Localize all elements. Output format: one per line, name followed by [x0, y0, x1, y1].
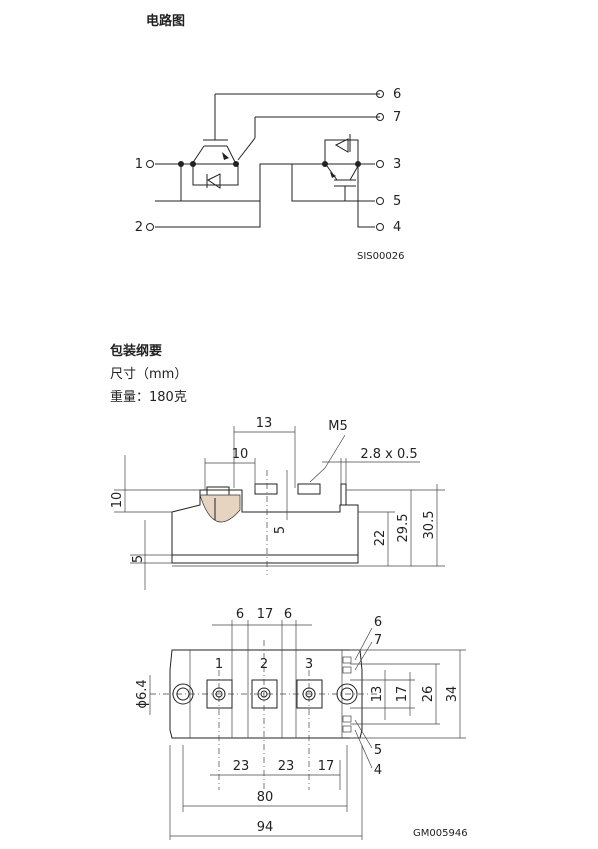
dim-10-left: 10: [110, 492, 125, 509]
pin-label-7: 7: [374, 633, 382, 648]
dim-6-right: 6: [284, 607, 292, 622]
dim-5-mid: 5: [273, 526, 288, 534]
dim-29-5: 29.5: [396, 514, 411, 543]
pin-label-5: 5: [374, 743, 382, 758]
dim-80: 80: [257, 790, 274, 805]
terminal-label: 6: [393, 87, 401, 102]
dim-23-b: 23: [278, 759, 295, 774]
dim-13: 13: [256, 416, 273, 431]
circuit-drawing-code: SIS00026: [357, 251, 404, 262]
dimension-unit-label: 尺寸（mm）: [110, 367, 188, 382]
dim-2-8x0-5: 2.8 x 0.5: [360, 447, 417, 462]
terminal-label: 3: [393, 157, 401, 172]
circuit-heading: 电路图: [146, 14, 186, 29]
terminal-label: 5: [393, 194, 401, 209]
dim-30-5: 30.5: [422, 511, 437, 540]
dim-17-bottom: 17: [318, 759, 335, 774]
dim-hole-diameter: ϕ6.4: [135, 679, 150, 708]
terminal-number: 3: [305, 657, 313, 672]
terminal-label: 7: [393, 110, 401, 125]
dim-22: 22: [373, 530, 388, 547]
dim-5-left: 5: [131, 555, 146, 563]
terminal-label: 4: [393, 220, 401, 235]
terminal-number: 2: [260, 657, 268, 672]
dim-13-vertical: 13: [370, 686, 385, 703]
dim-m5: M5: [328, 419, 348, 434]
pin-label-6: 6: [374, 615, 382, 630]
package-heading: 包装纲要: [110, 344, 163, 359]
terminal-number: 1: [215, 657, 223, 672]
weight-line: 重量：180克: [110, 386, 187, 405]
weight-value: 180克: [149, 390, 187, 405]
pin-label-4: 4: [374, 763, 382, 778]
dim-94: 94: [257, 820, 274, 835]
dim-26-vertical: 26: [421, 686, 436, 703]
package-drawing-code: GM005946: [413, 828, 468, 839]
dim-34-vertical: 34: [445, 686, 460, 703]
terminal-label: 2: [135, 220, 143, 235]
dim-23-a: 23: [233, 759, 250, 774]
terminal-label: 1: [135, 157, 143, 172]
dim-17-top: 17: [257, 607, 274, 622]
weight-label: 重量：: [110, 390, 150, 405]
dim-10-top: 10: [232, 447, 249, 462]
dim-17-vertical: 17: [395, 686, 410, 703]
dim-6-left: 6: [236, 607, 244, 622]
